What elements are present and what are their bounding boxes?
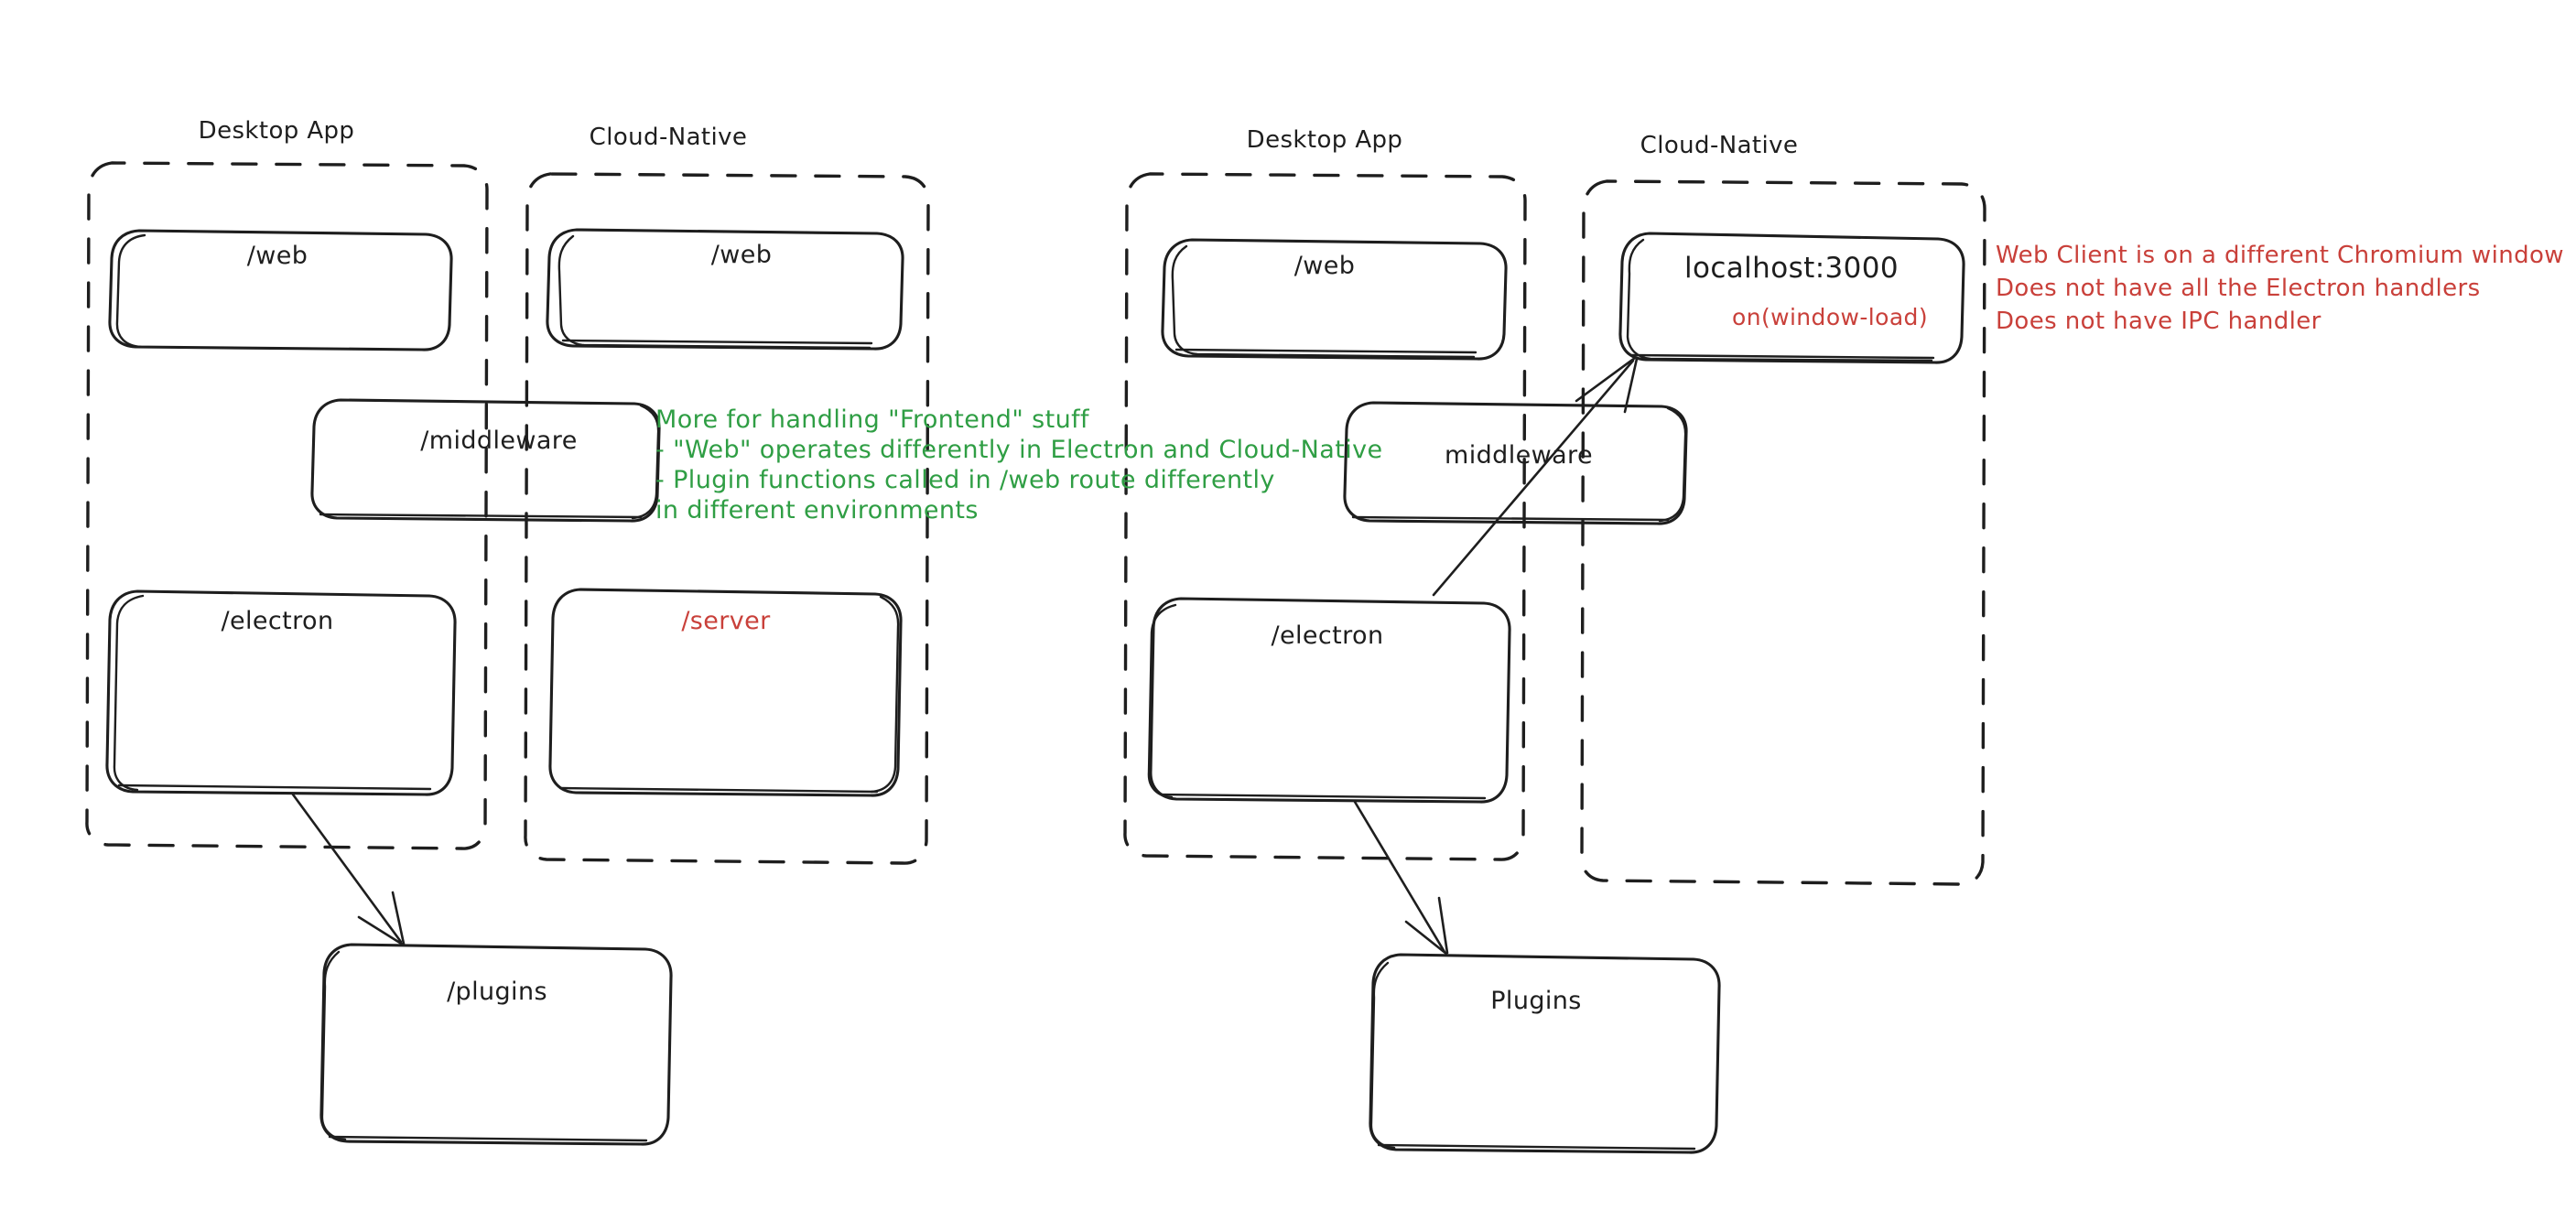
note-green-line-4: in different environments — [655, 496, 979, 524]
arrow-right-electron-to-localhost — [1432, 356, 1639, 597]
node-box-right-localhost — [1618, 232, 1965, 364]
node-label-left-plugins: /plugins — [447, 978, 547, 1006]
node-label-left-server: /server — [681, 607, 771, 635]
arrow-right-electron-to-plugins — [1353, 800, 1449, 956]
group-title-left-cloud-native: Cloud-Native — [589, 124, 748, 151]
group-outline-right-cloud-native — [1580, 179, 1986, 886]
note-red-line-2: Does not have all the Electron handlers — [1996, 275, 2481, 302]
node-label-left-desktop-web: /web — [246, 242, 308, 270]
node-box-right-desktop-web — [1161, 238, 1508, 361]
node-box-right-plugins — [1369, 953, 1721, 1154]
note-red-line-3: Does not have IPC handler — [1996, 308, 2322, 335]
group-outline-right-desktop-app — [1123, 172, 1527, 861]
node-box-left-plugins — [319, 943, 673, 1146]
node-label-left-cloud-web: /web — [710, 241, 773, 269]
group-outline-left-cloud-native — [524, 172, 930, 865]
node-label-right-localhost: localhost:3000 — [1683, 252, 1900, 285]
note-green-line-3: - Plugin functions called in /web route … — [655, 466, 1275, 494]
node-label-right-plugins: Plugins — [1490, 987, 1582, 1015]
group-outline-left-desktop-app — [85, 161, 489, 850]
node-label-right-electron: /electron — [1271, 621, 1384, 650]
node-label-right-localhost-sub: on(window-load) — [1732, 304, 1928, 330]
arrow-left-electron-to-plugins — [291, 793, 406, 946]
node-box-left-cloud-web — [546, 228, 904, 351]
note-green-line-1: More for handling "Frontend" stuff — [655, 405, 1089, 434]
node-label-left-electron: /electron — [221, 607, 334, 635]
node-box-right-middleware — [1343, 401, 1688, 525]
node-box-right-electron — [1147, 597, 1511, 804]
group-title-left-desktop-app: Desktop App — [198, 117, 355, 145]
node-box-left-server — [548, 588, 903, 797]
node-label-left-middleware: /middleware — [420, 427, 578, 455]
group-title-right-cloud-native: Cloud-Native — [1640, 132, 1799, 159]
node-label-right-desktop-web: /web — [1293, 252, 1356, 280]
node-box-left-desktop-web — [108, 229, 453, 351]
node-box-left-middleware — [310, 398, 661, 523]
node-label-right-middleware: middleware — [1445, 441, 1593, 470]
node-box-left-electron — [105, 589, 457, 796]
note-red-line-1: Web Client is on a different Chromium wi… — [1996, 242, 2564, 269]
note-green-line-2: - "Web" operates differently in Electron… — [655, 436, 1383, 464]
group-title-right-desktop-app: Desktop App — [1246, 126, 1403, 154]
